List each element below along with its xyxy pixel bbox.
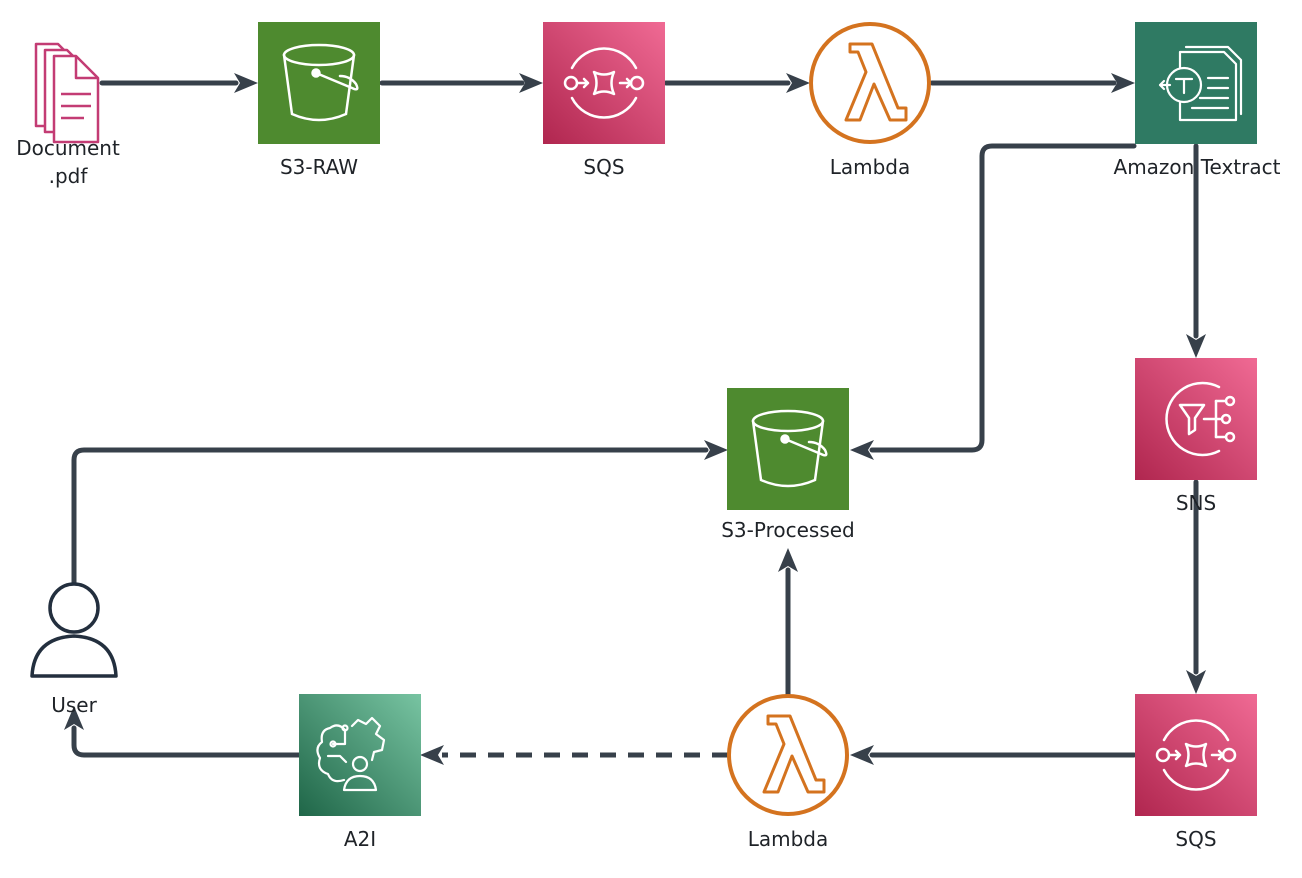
document-label: Document .pdf [16,136,120,188]
arrowhead [1111,73,1135,93]
edge-a2i-to-user [71,725,303,758]
arrowhead [1186,670,1206,694]
s3-processed-node [727,388,849,510]
arrowhead [64,706,84,730]
sqs-top-label: SQS [583,155,625,179]
sqs-queue-icon [563,47,645,119]
lambda-bottom-node [727,694,849,816]
sqs-bottom-label: SQS [1175,827,1217,851]
a2i-label: A2I [343,827,377,851]
connectors [71,80,1199,758]
arrowhead [850,745,874,765]
sqs-top-node [543,22,665,144]
arrowhead [519,73,543,93]
user-label: User [51,693,97,717]
arrowhead [704,440,728,460]
arrowhead [1186,334,1206,358]
textract-node [1135,22,1257,144]
arrowhead [234,73,258,93]
a2i-node [299,694,421,816]
lambda-top-label: Lambda [829,155,911,179]
sqs-queue-icon [1155,719,1237,791]
user-icon [30,582,118,678]
arrowhead [778,548,798,572]
s3-processed-label: S3-Processed [721,518,855,542]
s3-bucket-icon [282,43,359,122]
lambda-top-node [809,22,931,144]
edge-user-to-s3-processed [71,447,709,585]
s3-raw-label: S3-RAW [279,155,359,179]
arrowheads [64,73,1206,765]
sqs-bottom-node [1135,694,1257,816]
sns-icon [1165,381,1236,457]
arrowhead [786,73,810,93]
lambda-icon [844,42,908,122]
sns-label: SNS [1175,491,1217,515]
arrowhead [420,745,444,765]
edge-textract-to-s3-processed [869,143,1137,453]
document-stack-icon [34,42,100,144]
sns-node [1135,358,1257,480]
a2i-icon [316,716,386,792]
lambda-bottom-label: Lambda [747,827,829,851]
textract-label: Amazon Textract [1113,155,1281,179]
s3-raw-node [258,22,380,144]
s3-bucket-icon [751,409,828,488]
arrowhead [850,440,874,460]
lambda-icon [762,714,826,794]
textract-icon [1158,45,1243,122]
